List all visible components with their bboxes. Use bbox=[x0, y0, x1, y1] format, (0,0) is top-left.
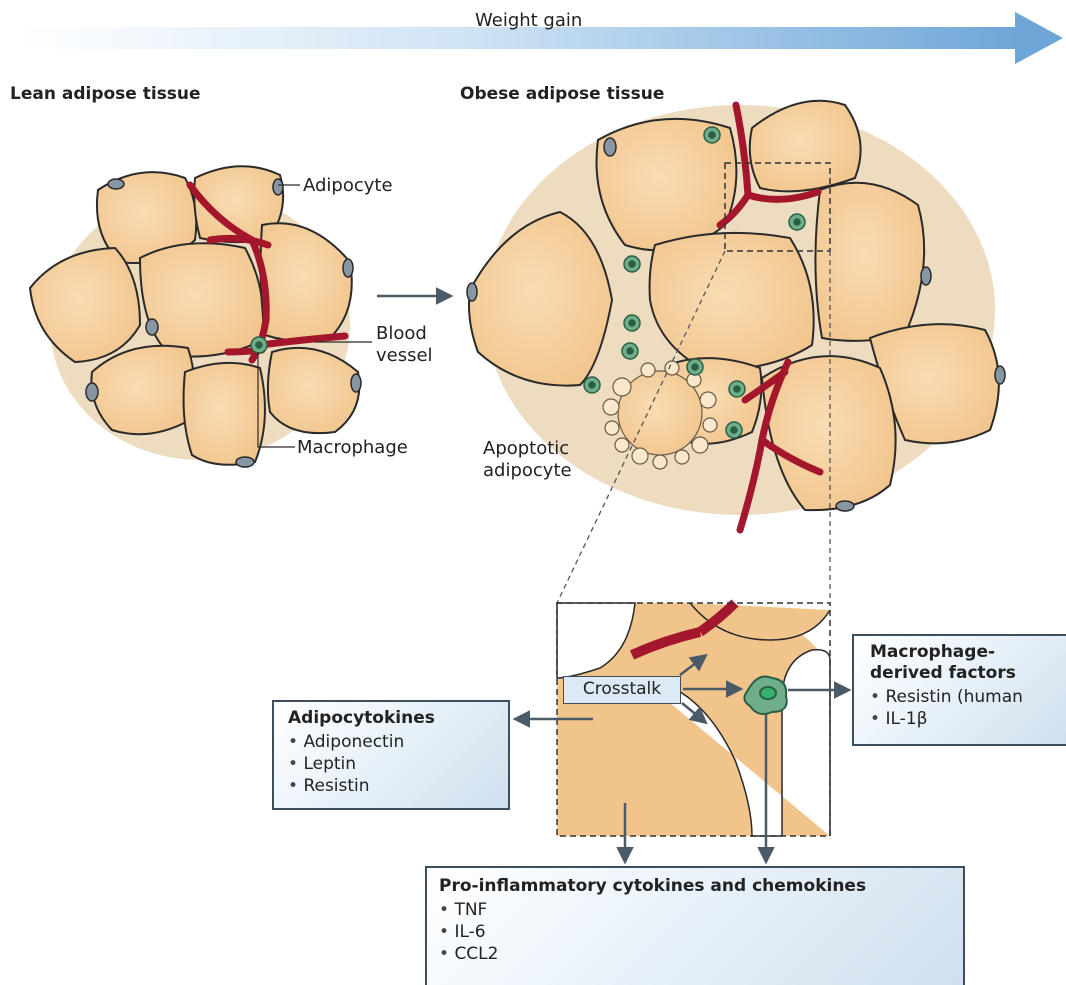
obese-adipocyte bbox=[815, 183, 924, 341]
zoom-panel bbox=[557, 603, 830, 836]
pro-inflammatory-box: Pro-inflammatory cytokines and chemokine… bbox=[425, 866, 965, 985]
lean-adipocyte bbox=[140, 243, 263, 356]
weight-gain-label: Weight gain bbox=[475, 10, 582, 32]
adipocytokine-item: Adiponectin bbox=[288, 731, 494, 753]
macrophage-derived-title: Macrophage- derived factors bbox=[870, 642, 1056, 684]
macrophage-derived-box: Macrophage- derived factors Resistin (hu… bbox=[852, 634, 1066, 746]
apoptotic-adipocyte-label: Apoptotic adipocyte bbox=[483, 438, 572, 482]
macrophage-factor-item: Resistin (human bbox=[870, 686, 1056, 708]
macrophage-label: Macrophage bbox=[297, 437, 408, 459]
lean-adipocyte bbox=[268, 348, 359, 433]
pro-inflammatory-title: Pro-inflammatory cytokines and chemokine… bbox=[439, 876, 951, 897]
cytokine-item: IL-6 bbox=[439, 921, 951, 943]
lean-adipocyte bbox=[30, 248, 140, 362]
adipocytokine-item: Resistin bbox=[288, 775, 494, 797]
lean-adipocyte bbox=[261, 223, 352, 341]
obese-tissue-title: Obese adipose tissue bbox=[460, 84, 664, 104]
adipocytokines-box: Adipocytokines Adiponectin Leptin Resist… bbox=[272, 700, 510, 810]
cytokine-item: TNF bbox=[439, 899, 951, 921]
lean-tissue-title: Lean adipose tissue bbox=[10, 84, 201, 104]
macrophage-factor-item: IL-1β bbox=[870, 708, 1056, 730]
lean-macrophage bbox=[251, 337, 267, 353]
crosstalk-label: Crosstalk bbox=[563, 676, 681, 704]
adipocyte-label: Adipocyte bbox=[303, 175, 393, 197]
blood-vessel-label: Blood vessel bbox=[376, 323, 433, 367]
lean-adipocyte bbox=[184, 363, 265, 465]
adipocytokines-title: Adipocytokines bbox=[288, 708, 494, 729]
cytokine-item: CCL2 bbox=[439, 943, 951, 965]
lean-tissue-illustration bbox=[30, 166, 372, 467]
adipocytokine-item: Leptin bbox=[288, 753, 494, 775]
